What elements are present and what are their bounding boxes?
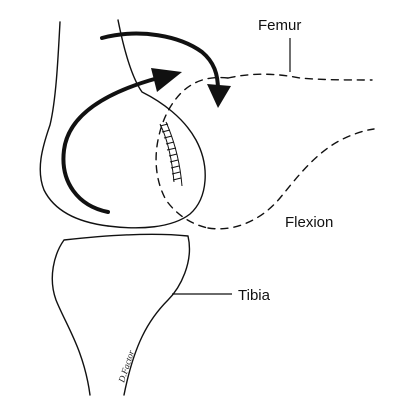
tibia-outline [51,233,190,396]
artist-signature: D.Factor [116,348,136,384]
top-rotation-arrow [100,31,220,92]
curved-flexion-arrowhead [151,68,182,92]
femur-shaft-left-edge [39,21,109,227]
flexed-femur-condyle [155,76,229,229]
flexed-femur-upper-edge [227,73,373,81]
articular-cartilage-hatching [159,121,183,187]
tibia-label: Tibia [238,287,271,304]
curved-flexion-arrow [61,76,160,214]
flexed-femur-lower-edge [207,128,375,230]
femoral-condyle-outline [107,19,206,229]
top-rotation-arrowhead [207,84,231,108]
femur-label: Femur [258,17,301,34]
flexion-label: Flexion [285,214,333,231]
